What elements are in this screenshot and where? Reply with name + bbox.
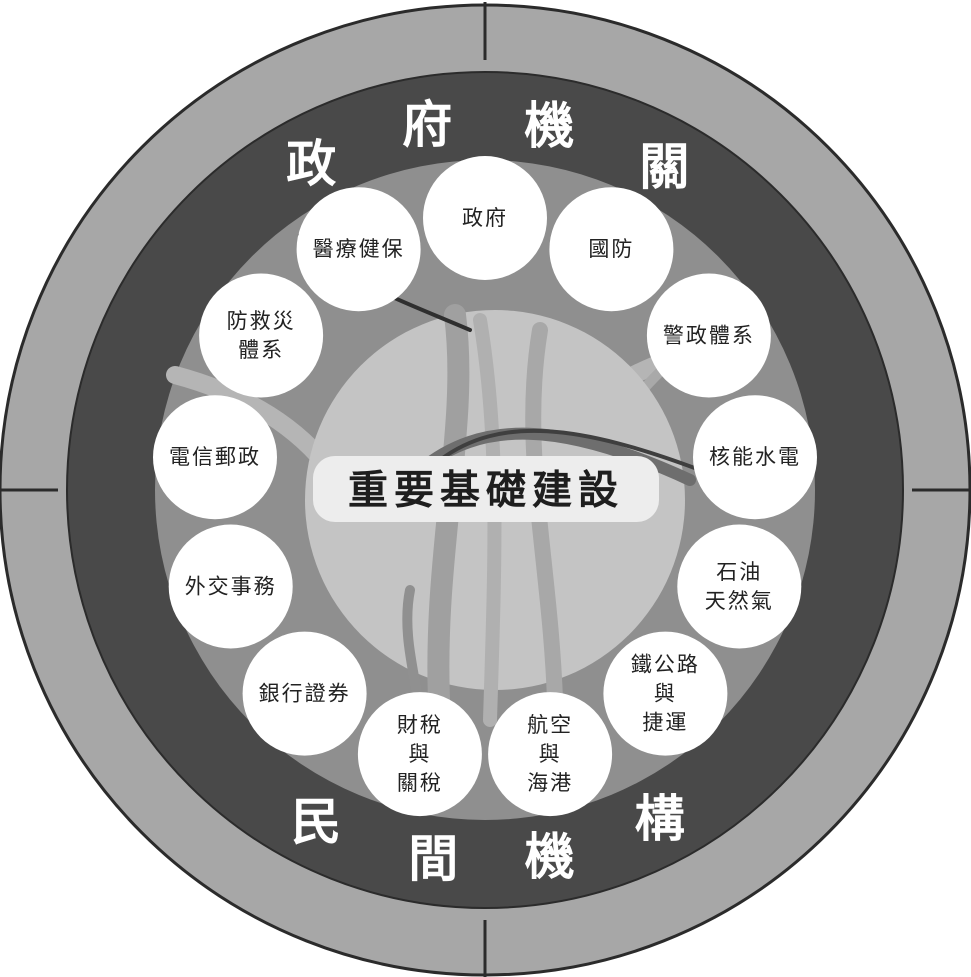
sector-bubble-health: 醫療健保 <box>296 187 421 312</box>
bubble-circle <box>646 273 771 398</box>
bubble-label-line: 核能水電 <box>709 445 801 469</box>
sector-bubble-banking: 銀行證券 <box>242 631 367 756</box>
bubble-label-line: 體系 <box>238 338 284 362</box>
bubble-label-line: 銀行證券 <box>259 682 351 706</box>
ring-bottom-char-3: 構 <box>635 789 685 848</box>
ring-bottom-char-2: 機 <box>525 827 575 886</box>
bubble-label-line: 政府 <box>462 206 508 230</box>
bubble-circle <box>199 273 324 398</box>
center-label-box <box>313 456 659 522</box>
center-label: 重要基礎建設 <box>348 467 624 514</box>
ring-label-government: 政府機關 <box>286 95 689 196</box>
sector-bubble-foreign: 外交事務 <box>168 524 293 649</box>
bubble-label-line: 警政體系 <box>663 324 755 348</box>
bubble-circle <box>296 187 421 312</box>
sector-bubbles: 政府國防警政體系核能水電石油天然氣鐵公路與捷運航空與海港財稅與關稅銀行證券外交事… <box>153 156 817 817</box>
bubble-label-line: 與 <box>654 682 677 706</box>
sector-bubble-defense: 國防 <box>549 187 674 312</box>
bubble-label-line: 醫療健保 <box>313 237 405 261</box>
bubble-circle <box>549 187 674 312</box>
bubble-label-line: 國防 <box>588 237 634 261</box>
ring-top-char-1: 府 <box>402 95 452 154</box>
bubble-label-line: 電信郵政 <box>169 445 261 469</box>
bubble-label-line: 與 <box>408 742 431 766</box>
ring-top-char-3: 關 <box>639 137 689 196</box>
ring-top-char-0: 政 <box>286 134 336 193</box>
bubble-label-line: 與 <box>539 742 562 766</box>
sector-bubble-government: 政府 <box>423 156 547 280</box>
bubble-circle <box>603 631 728 756</box>
bubble-label-line: 鐵公路 <box>631 653 700 677</box>
bubble-label-line: 捷運 <box>642 711 688 735</box>
bubble-label-line: 石油 <box>716 560 762 584</box>
bubble-circle <box>168 524 293 649</box>
bubble-label-line: 海港 <box>527 771 573 795</box>
ring-top-char-2: 機 <box>524 96 574 155</box>
bubble-circle <box>242 631 367 756</box>
bubble-circle <box>153 395 277 520</box>
bubble-circle <box>488 692 613 817</box>
bubble-label-line: 防救災 <box>227 309 296 333</box>
bubble-label-line: 外交事務 <box>185 575 277 599</box>
bubble-circle <box>357 692 482 817</box>
ring-label-private: 民間機構 <box>291 789 684 888</box>
ring-bottom-char-1: 間 <box>408 829 458 888</box>
ring-bottom-char-0: 民 <box>291 792 341 851</box>
bubble-circle <box>423 156 547 280</box>
bubble-label-line: 關稅 <box>397 771 443 795</box>
bubble-label-line: 航空 <box>527 713 573 737</box>
bubble-circle <box>677 524 802 649</box>
sector-bubble-police: 警政體系 <box>646 273 771 398</box>
sector-bubble-nuclear: 核能水電 <box>693 395 817 520</box>
sector-bubble-telecom: 電信郵政 <box>153 395 277 520</box>
bubble-label-line: 財稅 <box>397 713 443 737</box>
bubble-circle <box>693 395 817 520</box>
bubble-label-line: 天然氣 <box>705 589 774 613</box>
